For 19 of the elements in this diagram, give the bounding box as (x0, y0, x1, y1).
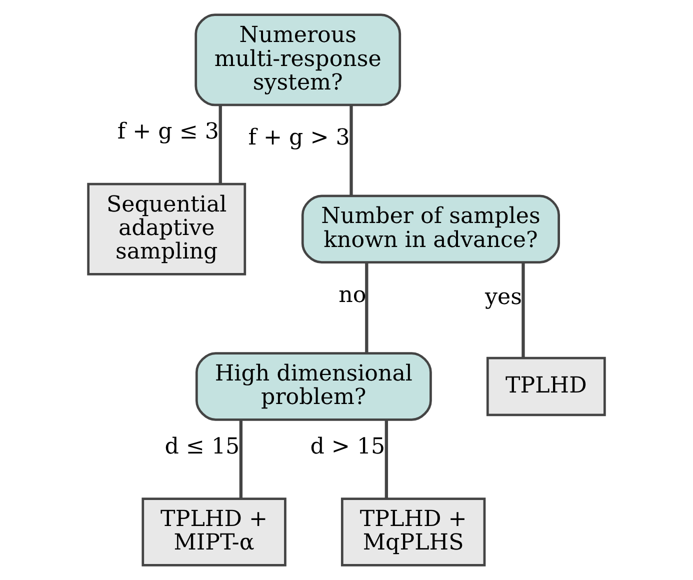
node-box: TPLHD + MIPT-α (142, 498, 286, 566)
node-box: High dimensional problem? (195, 352, 432, 421)
connector (239, 420, 243, 498)
connector (384, 420, 388, 498)
connector (522, 262, 525, 358)
edge-label: yes (484, 284, 522, 310)
node-box: Numerous multi-response system? (194, 14, 402, 106)
edge-label: f + g > 3 (248, 124, 350, 150)
node-box: TPLHD + MqPLHS (340, 498, 486, 566)
connector (218, 105, 222, 184)
node-box: Number of samples known in advance? (301, 194, 560, 264)
edge-label: d ≤ 15 (164, 433, 240, 460)
edge-label: f + g ≤ 3 (117, 118, 220, 144)
edge-label: d > 15 (310, 433, 386, 460)
connector (350, 105, 353, 196)
connector (365, 262, 368, 354)
node-box: TPLHD (486, 356, 606, 416)
node-box: Sequential adaptive sampling (87, 182, 246, 276)
edge-label: no (338, 282, 366, 308)
